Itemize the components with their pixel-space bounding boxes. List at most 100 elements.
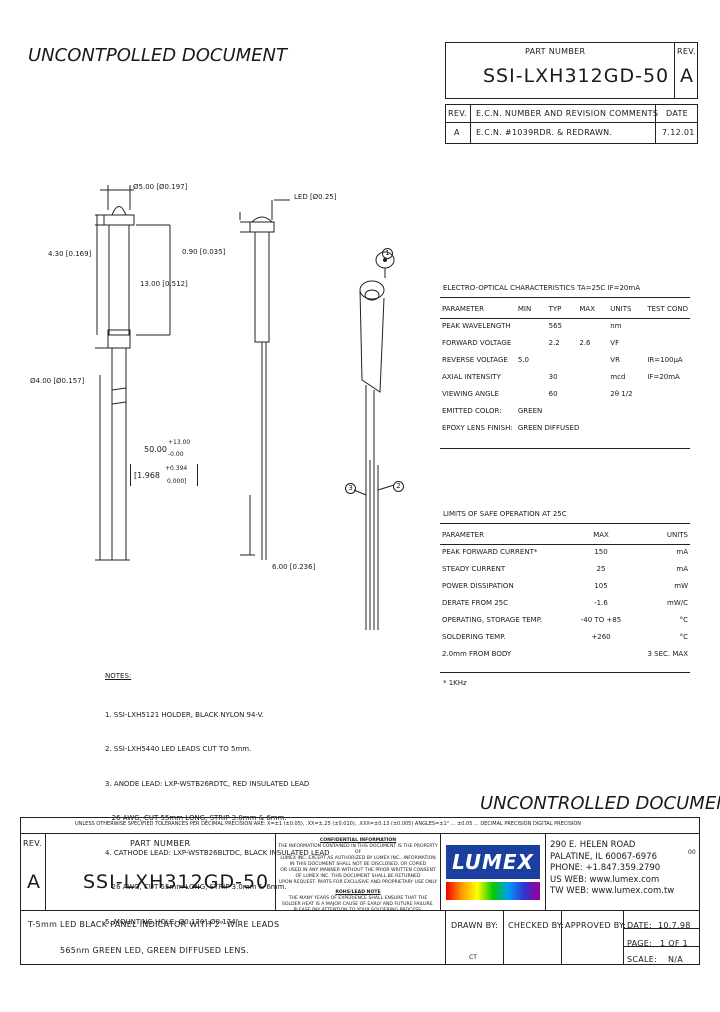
footer-rev: A (27, 871, 41, 893)
address-line: TW WEB: www.lumex.com.tw (550, 886, 675, 896)
rohs-title: ROHS/LEAD NOTE (335, 890, 381, 895)
limits-title: LIMITS OF SAFE OPERATION AT 25C (443, 510, 567, 518)
part-number: SSI-LXH312GD-50 (483, 65, 670, 87)
footer-part-number: SSI-LXH312GD-50 (83, 871, 270, 893)
rohs-line: THE MANY YEARS OF EXPERIENCE SHALL ENSUR… (288, 896, 428, 901)
page-value: 1 OF 1 (660, 939, 688, 948)
logo-rainbow (446, 882, 540, 900)
notes-title: NOTES: (105, 672, 132, 680)
note-item: 4. CATHODE LEAD: LXP-WSTB26BLTDC, BLACK … (105, 848, 330, 857)
led-drawing (95, 185, 395, 630)
part-number-label: PART NUMBER (525, 47, 586, 56)
address-line: US WEB: www.lumex.com (550, 874, 660, 885)
note-item: 2. SSI-LXH5440 LED LEADS CUT TO 5mm. (105, 745, 252, 753)
scale-value: N/A (668, 955, 684, 964)
dim-1968-bracket (130, 464, 198, 486)
confidential-line: OR USED IN ANY MANNER WITHOUT THE PRIOR … (280, 868, 436, 873)
dim-430: 4.30 [0.169] (48, 250, 92, 258)
uncontrolled-footer: UNCONTROLLED DOCUMENT (480, 793, 720, 814)
confidential-line: UPON REQUEST. PARTS FOR EXCLUSIVE AND PR… (278, 880, 438, 885)
note-item: 5. MOUNTING HOLE: Ø0.170"-Ø0.174" (105, 917, 239, 926)
address-line: PALATINE, IL 60067-6976 (550, 851, 657, 862)
dim-1968-plus: +0.394 (165, 465, 188, 472)
lim-h-max: MAX (593, 530, 609, 539)
address-line: 290 E. HELEN ROAD (550, 840, 636, 850)
notes: NOTES: 1. SSI-LXH5121 HOLDER, BLACK NYLO… (105, 648, 330, 940)
dim-400: Ø4.00 [Ø0.157] (30, 377, 85, 385)
note-item: 26 AWG, CUT 55mm LONG, STRIP 3.0mm & 6mm… (105, 883, 287, 891)
eo-h-max: MAX (579, 304, 595, 313)
dim-5000: 50.00 (144, 445, 167, 454)
dim-600: 6.00 [0.236] (272, 563, 316, 571)
eo-h-min: MIN (517, 304, 532, 313)
scale-label: SCALE: (627, 955, 658, 964)
dim-1300: 13.00 [0.512] (140, 280, 188, 288)
date-value: 10.7.98 (658, 921, 691, 930)
table-row: EMITTED COLOR:GREEN (442, 406, 543, 415)
dim-090: 0.90 [0.035] (182, 248, 226, 256)
callout-2: 2 (393, 481, 404, 492)
desc-line-1: T-5mm LED BLACK PANEL INDICATOR WITH 2" … (28, 920, 280, 929)
rev-label: REV. (677, 47, 696, 56)
lim-h-units: UNITS (666, 530, 688, 539)
confidential-line: OF LUMEX INC. THIS DOCUMENT SHALL BE RET… (295, 874, 421, 879)
drawn-by-label: DRAWN BY: (451, 921, 499, 930)
rev-col-header: REV. (448, 109, 467, 118)
confidential-block: CONFIDENTIAL INFORMATION THE INFORMATION… (278, 838, 438, 914)
rev-box (674, 42, 698, 99)
date-label: DATE: (627, 921, 653, 930)
lumex-logo: LUMEX (446, 845, 540, 879)
eo-h-typ: TYP (548, 304, 562, 313)
tolerance-note: UNLESS OTHERWISE SPECIFIED TOLERANCES PE… (75, 821, 582, 827)
approved-by-label: APPROVED BY: (565, 921, 627, 930)
dim-led: LED [Ø0.25] (294, 193, 337, 201)
desc-line-2: 565nm GREEN LED, GREEN DIFFUSED LENS. (60, 946, 249, 955)
eo-h-test: TEST COND (647, 304, 688, 313)
address-block: 290 E. HELEN ROAD PALATINE, IL 60067-697… (550, 840, 674, 898)
corner-mark: 00 (688, 849, 696, 856)
ecn-col-header: E.C.N. NUMBER AND REVISION COMMENTS (476, 109, 659, 118)
footer-rev-label: REV. (23, 839, 42, 848)
revision-table (445, 104, 698, 144)
footer-part-number-label: PART NUMBER (130, 839, 191, 848)
drawn-by: CT (469, 954, 477, 961)
table-row: OPERATING, STORAGE TEMP.-40 TO +85°C (442, 615, 688, 624)
dim-1968: [1.968 (134, 471, 161, 480)
confidential-title: CONFIDENTIAL INFORMATION (319, 838, 397, 843)
uncontrolled-header: UNCONTPOLLED DOCUMENT (28, 45, 288, 66)
title-block (20, 817, 700, 965)
note-item: 3. ANODE LEAD: LXP-WSTB26RDTC, RED INSUL… (105, 779, 310, 788)
revision-comment: E.C.N. #1039RDR. & REDRAWN. (476, 128, 613, 137)
rohs-line: SOLDER HEAT IS A MAJOR CAUSE OF EARLY AN… (281, 902, 435, 907)
date-col-header: DATE (666, 109, 689, 118)
electro-optical-table: PARAMETER MIN TYP MAX UNITS TEST COND PE… (440, 300, 690, 436)
limits-footnote: * 1KHz (443, 679, 467, 687)
address-line: PHONE: +1.847.359.2790 (550, 863, 661, 873)
confidential-line: THE INFORMATION CONTAINED IN THIS DOCUME… (278, 844, 438, 855)
callout-1: 1 (382, 248, 393, 259)
table-row: EPOXY LENS FINISH:GREEN DIFFUSED (442, 423, 580, 432)
dim-5000-minus: -0.00 (168, 451, 184, 458)
checked-by-label: CHECKED BY: (508, 921, 565, 930)
eo-h-units: UNITS (610, 304, 632, 313)
limits-table: PARAMETER MAX UNITS PEAK FORWARD CURRENT… (440, 526, 690, 662)
dim-1968-minus: 0.000] (167, 478, 187, 485)
dim-5000-plus: +13.00 (168, 439, 191, 446)
page-label: PAGE: (627, 939, 653, 948)
revision-date: 7.12.01 (662, 128, 695, 137)
rev-value: A (680, 65, 694, 87)
callout-3: 3 (345, 483, 356, 494)
dim-500: Ø5.00 [Ø0.197] (133, 183, 188, 191)
confidential-line: IN THIS DOCUMENT SHALL NOT BE DISCLOSED,… (289, 862, 427, 867)
rohs-line: PLEASE PAY ATTENTION TO YOUR SOLDERING P… (293, 908, 423, 913)
note-item: 1. SSI-LXH5121 HOLDER, BLACK NYLON 94-V. (105, 710, 264, 719)
table-row: SOLDERING TEMP.+260°C (442, 632, 688, 641)
